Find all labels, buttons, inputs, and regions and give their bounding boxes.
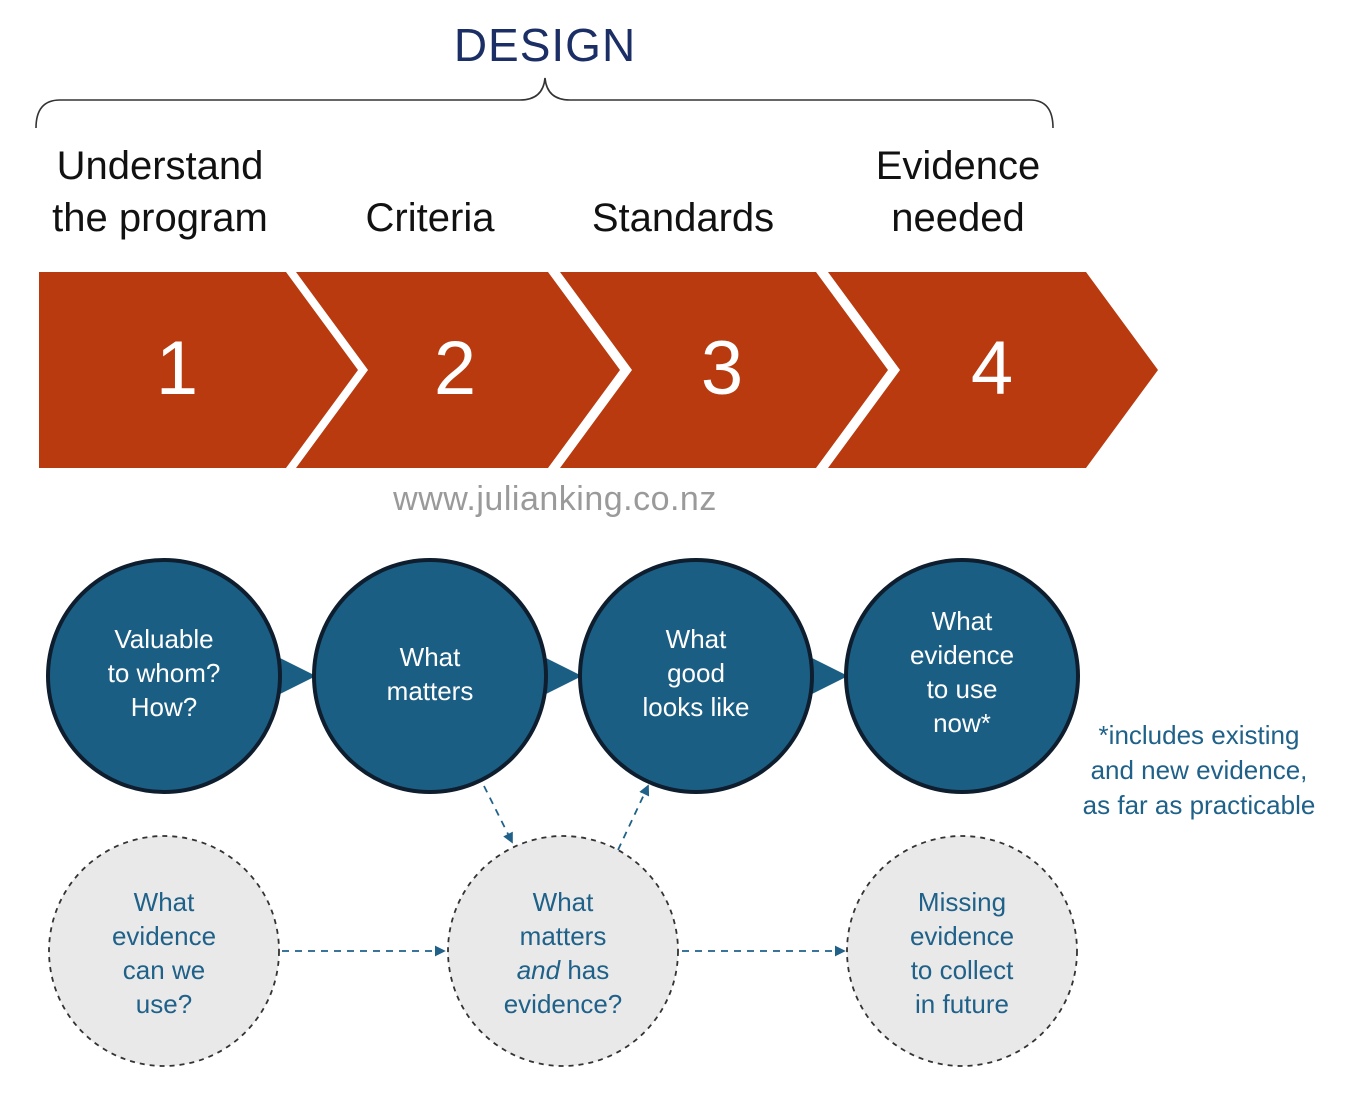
question-4-line1: What bbox=[931, 606, 993, 636]
step-label-1: Understand the program bbox=[30, 140, 290, 244]
chevron-step-2 bbox=[296, 272, 620, 468]
evidence-question-1-line3: can we bbox=[122, 955, 206, 985]
circle-what-matters bbox=[312, 558, 548, 794]
circle-valuable-to-whom bbox=[46, 558, 282, 794]
step-number-4: 4 bbox=[971, 326, 1013, 411]
question-1-line3: How? bbox=[130, 692, 198, 722]
footnote-line1: *includes existing bbox=[1098, 720, 1300, 750]
question-2-line1: What bbox=[399, 642, 461, 672]
line3-rest: has bbox=[560, 955, 610, 985]
circle-evidence-to-use-now bbox=[844, 558, 1080, 794]
dashed-arrow-matters-down bbox=[483, 785, 513, 844]
question-4-line4: now* bbox=[933, 708, 991, 738]
question-3-text: What good looks like bbox=[606, 622, 786, 724]
step-label-4-line1: Evidence bbox=[875, 144, 1041, 188]
design-brace bbox=[35, 77, 1054, 129]
evidence-question-2-text: What matters and has evidence? bbox=[473, 885, 653, 1021]
evidence-question-1-text: What evidence can we use? bbox=[74, 885, 254, 1021]
evidence-question-3-line3: to collect bbox=[910, 955, 1014, 985]
question-2-line2: matters bbox=[386, 676, 474, 706]
question-2-text: What matters bbox=[340, 640, 520, 708]
evidence-question-2-line3: and has bbox=[473, 953, 653, 987]
evidence-question-3-line2: evidence bbox=[909, 921, 1015, 951]
design-title: DESIGN bbox=[453, 19, 637, 71]
evidence-question-1-line1: What bbox=[133, 887, 195, 917]
question-1-line1: Valuable bbox=[114, 624, 214, 654]
step-label-1-line1: Understand bbox=[56, 144, 264, 188]
step-label-4-line2: needed bbox=[891, 196, 1025, 240]
question-3-line1: What bbox=[665, 624, 727, 654]
question-1-line2: to whom? bbox=[107, 658, 221, 688]
step-number-2: 2 bbox=[434, 326, 476, 411]
question-1-text: Valuable to whom? How? bbox=[74, 622, 254, 724]
question-3-line3: looks like bbox=[642, 692, 750, 722]
dashed-circle-missing-evidence bbox=[846, 835, 1078, 1067]
evidence-question-2-line4: evidence? bbox=[503, 989, 623, 1019]
step-label-3: Standards bbox=[591, 196, 775, 240]
chevron-step-3 bbox=[560, 272, 888, 468]
dashed-circle-matters-and-evidence bbox=[447, 835, 679, 1067]
evidence-question-2-line1: What bbox=[532, 887, 594, 917]
evidence-question-3-line4: in future bbox=[915, 989, 1009, 1019]
question-4-line2: evidence bbox=[909, 640, 1015, 670]
footnote-line2: and new evidence, bbox=[1090, 755, 1308, 785]
circle-what-good-looks-like bbox=[578, 558, 814, 794]
evidence-question-1-line4: use? bbox=[135, 989, 193, 1019]
question-3-line2: good bbox=[667, 658, 725, 688]
watermark-url: www.julianking.co.nz bbox=[393, 480, 717, 518]
step-label-4: Evidence needed bbox=[828, 140, 1088, 244]
step-number-1: 1 bbox=[156, 326, 198, 411]
footnote-line3: as far as practicable bbox=[1082, 790, 1316, 820]
evidence-question-1-line2: evidence bbox=[111, 921, 217, 951]
dashed-circle-evidence-can-we-use bbox=[48, 835, 280, 1067]
step-label-1-line2: the program bbox=[52, 196, 268, 240]
footnote: *includes existing and new evidence, as … bbox=[1062, 718, 1336, 823]
evidence-question-2-line2: matters bbox=[519, 921, 607, 951]
chevron-step-1 bbox=[39, 272, 358, 468]
italic-and: and bbox=[516, 955, 561, 985]
evidence-question-3-line1: Missing bbox=[917, 887, 1007, 917]
dashed-arrow-up-to-good bbox=[617, 784, 650, 851]
question-4-text: What evidence to use now* bbox=[872, 604, 1052, 740]
step-label-2: Criteria bbox=[365, 196, 495, 240]
step-number-3: 3 bbox=[701, 326, 743, 411]
chevron-step-4 bbox=[828, 272, 1158, 468]
evidence-question-3-text: Missing evidence to collect in future bbox=[872, 885, 1052, 1021]
question-4-line3: to use bbox=[926, 674, 998, 704]
